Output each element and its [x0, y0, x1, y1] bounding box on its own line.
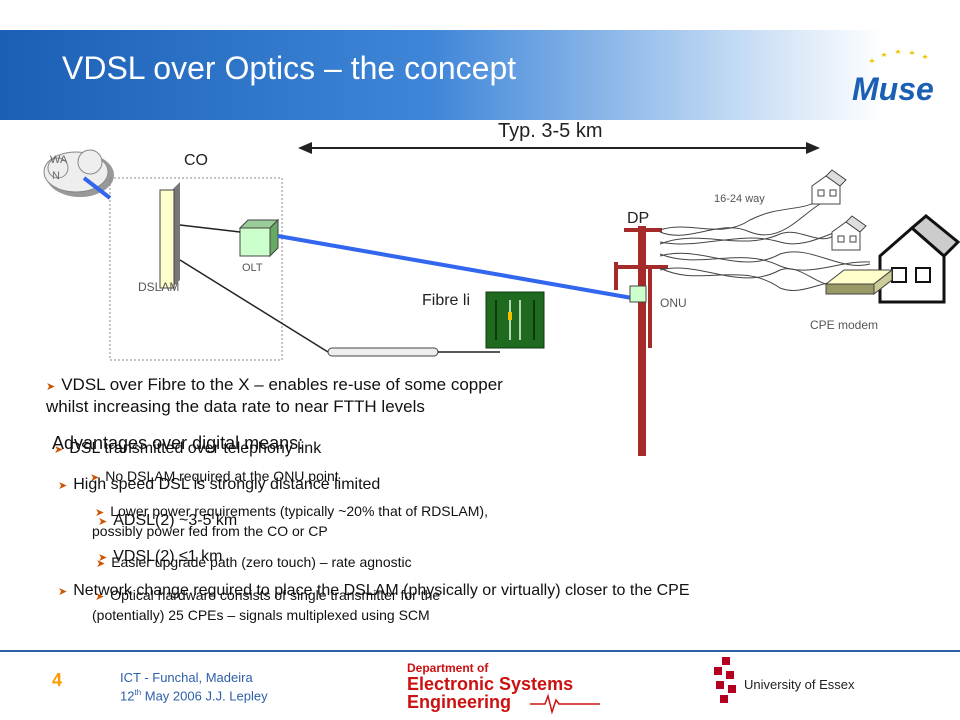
intro-bullet: ➤VDSL over Fibre to the X – enables re-u… — [46, 375, 503, 394]
optical-hardware-line2: (potentially) 25 CPEs – signals multiple… — [92, 607, 430, 623]
adsl-bullet: ➤ADSL(2) ~3-5 km — [98, 512, 238, 529]
telephone-pole-icon — [614, 226, 668, 456]
co-label: CO — [184, 152, 208, 169]
onu-icon — [629, 285, 647, 303]
cpe-modem-label: CPE modem — [810, 318, 879, 332]
house-icon — [831, 215, 867, 251]
advantages-heading: Advantages over digital means: — [52, 433, 304, 453]
title-bar — [0, 30, 960, 120]
house-icon — [811, 169, 847, 205]
arrow-bullet-icon: ➤ — [54, 444, 64, 456]
arrow-bullet-icon: ➤ — [90, 472, 100, 484]
way-label: 16-24 way — [714, 193, 765, 205]
arrow-bullet-icon: ➤ — [95, 507, 105, 519]
arrow-bullet-icon: ➤ — [58, 586, 68, 598]
arrow-bullet-icon: ➤ — [98, 552, 108, 564]
vdsl-bullet: ➤VDSL(2) ≤1 km — [98, 548, 223, 565]
signal-wave-icon — [530, 693, 600, 715]
twisted-pair-drops — [659, 199, 871, 291]
lower-power-bullet: ➤Lower power requirements (typically ~20… — [95, 503, 488, 519]
distance-arrow — [298, 142, 820, 154]
copper-line — [179, 259, 329, 353]
co-box — [109, 177, 283, 361]
dept-logo-line: Electronic Systems — [407, 674, 573, 694]
dslam-label: DSLAM — [138, 280, 180, 294]
olt-icon — [238, 218, 280, 258]
arrow-bullet-icon: ➤ — [95, 591, 105, 603]
high-speed-bullet: ➤High speed DSL is strongly distance lim… — [58, 476, 381, 493]
lower-power-line2: possibly power fed from the CO or CP — [92, 523, 328, 539]
house-icon — [878, 214, 960, 304]
olt-label: OLT — [242, 262, 263, 274]
fibre-link — [277, 234, 633, 300]
copper-duct — [327, 347, 439, 357]
cabinet-icon — [485, 291, 545, 349]
intro-bullet-line2: whilst increasing the data rate to near … — [46, 397, 425, 416]
slide-title: VDSL over Optics – the concept — [62, 50, 517, 86]
page-number: 4 — [52, 670, 63, 690]
network-diagram — [43, 142, 960, 456]
arrow-bullet-icon: ➤ — [46, 381, 56, 393]
cpe-modem-icon — [824, 268, 894, 296]
university-logo: University of Essex — [714, 657, 855, 703]
footer-event: ICT - Funchal, Madeira — [120, 670, 253, 685]
optical-hardware-bullet: ➤Optical hardware consists of single tra… — [95, 587, 441, 603]
footer-line — [0, 650, 960, 652]
footer-date-author: 12th May 2006 J.J. Lepley — [120, 688, 268, 704]
eu-stars — [869, 49, 928, 63]
fibre-label: Fibre li — [422, 292, 471, 309]
dslam-olt-link — [179, 224, 241, 233]
department-logo: Department of Electronic Systems Enginee… — [407, 661, 600, 715]
muse-logo: Muse — [852, 49, 934, 107]
easier-upgrade-bullet: ➤Easier upgrade path (zero touch) – rate… — [96, 554, 412, 570]
arrow-bullet-icon: ➤ — [96, 558, 106, 570]
dept-logo-line: Engineering — [407, 692, 511, 712]
wan-label: WA — [50, 154, 68, 166]
dslam-icon — [159, 182, 180, 289]
network-change-bullet: ➤Network change required to place the DS… — [58, 582, 690, 599]
wan-link — [82, 176, 112, 200]
dsl-transmitted-bullet: ➤DSL transmitted over telephony link — [54, 440, 322, 457]
muse-logo-text: Muse — [852, 71, 934, 107]
dp-label: DP — [627, 210, 650, 227]
wan-label: N — [52, 170, 60, 182]
university-name: University of Essex — [744, 677, 855, 692]
essex-shield-icon — [714, 657, 736, 703]
arrow-bullet-icon: ➤ — [58, 480, 68, 492]
dept-logo-line: Department of — [407, 661, 489, 675]
onu-label: ONU — [660, 296, 687, 310]
no-dslam-bullet: ➤No DSLAM required at the ONU point — [90, 468, 339, 484]
distance-label: Typ. 3-5 km — [498, 120, 603, 142]
arrow-bullet-icon: ➤ — [98, 516, 108, 528]
